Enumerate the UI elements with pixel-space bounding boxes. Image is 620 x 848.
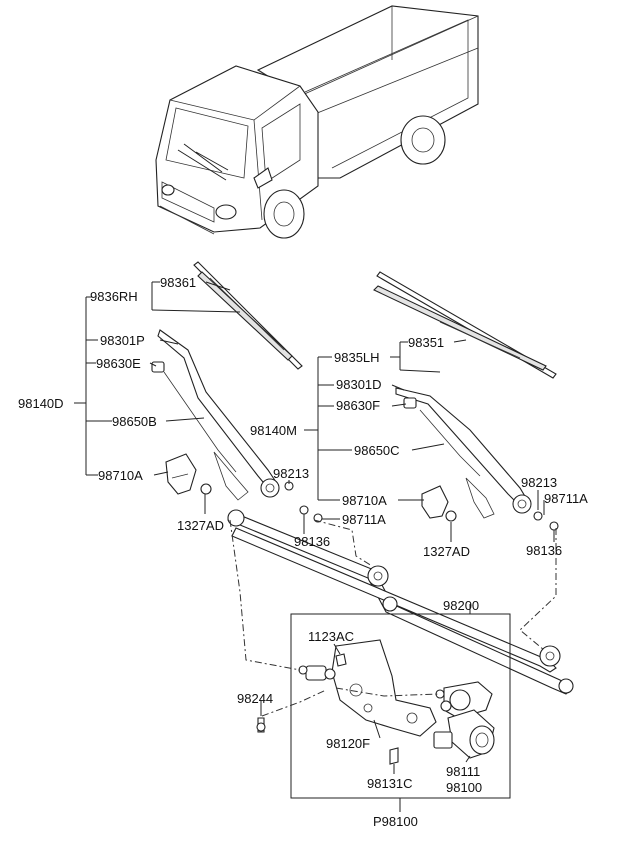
label-98213-left: 98213	[273, 466, 309, 481]
label-98710a-right: 98710A	[342, 493, 387, 508]
label-98200: 98200	[443, 598, 479, 613]
left-wiper-blade-part	[193, 261, 303, 370]
label-98711a-right: 98711A	[544, 491, 588, 506]
label-98711a-left: 98711A	[342, 512, 386, 527]
label-98244: 98244	[237, 691, 273, 706]
label-98301d: 98301D	[336, 377, 382, 392]
label-98140d: 98140D	[18, 396, 64, 411]
right-pivot-cap-part	[421, 485, 449, 519]
left-nut-1327ad-part	[200, 483, 212, 495]
label-98650c: 98650C	[354, 443, 400, 458]
label-98630e: 98630E	[96, 356, 141, 371]
label-98100: 98100	[446, 780, 482, 795]
label-98140m: 98140M	[250, 423, 297, 438]
right-nut-1327ad-part	[445, 510, 457, 522]
left-pivot-cap-part	[165, 453, 197, 495]
label-98351: 98351	[408, 335, 444, 350]
truck-illustration	[155, 5, 479, 239]
label-1327ad-right: 1327AD	[423, 544, 470, 559]
motor-bracket-part	[305, 639, 437, 737]
right-washer-98136-part	[549, 521, 559, 531]
label-98136-left: 98136	[294, 534, 330, 549]
label-98710a-left: 98710A	[98, 468, 143, 483]
left-washer-98711a-part	[313, 513, 323, 523]
label-1327ad-left: 1327AD	[177, 518, 224, 533]
label-98301p: 98301P	[100, 333, 145, 348]
leader-lines	[74, 281, 555, 774]
label-1123ac: 1123AC	[308, 629, 354, 644]
label-98361: 98361	[160, 275, 196, 290]
right-washer-98213-part	[533, 511, 543, 521]
right-wiper-blade-part	[373, 271, 557, 379]
left-washer-98136-part	[299, 505, 309, 515]
label-9836rh: 9836RH	[90, 289, 138, 304]
label-98630f: 98630F	[336, 398, 380, 413]
part-labels: 98361 9836RH 98301P 98630E 98140D 98650B…	[18, 275, 588, 829]
label-98213-right: 98213	[521, 475, 557, 490]
right-wiper-arm-part	[395, 387, 532, 519]
label-98131c: 98131C	[367, 776, 413, 791]
label-98650b: 98650B	[112, 414, 157, 429]
wiper-motor-part	[433, 681, 495, 759]
label-p98100: P98100	[373, 814, 418, 829]
label-98111: 98111	[446, 764, 480, 779]
left-wiper-arm-part	[151, 329, 280, 501]
label-98136-right: 98136	[526, 543, 562, 558]
label-98120f: 98120F	[326, 736, 370, 751]
dashed-lines	[229, 519, 557, 717]
bolts	[256, 653, 445, 765]
label-9835lh: 9835LH	[334, 350, 380, 365]
